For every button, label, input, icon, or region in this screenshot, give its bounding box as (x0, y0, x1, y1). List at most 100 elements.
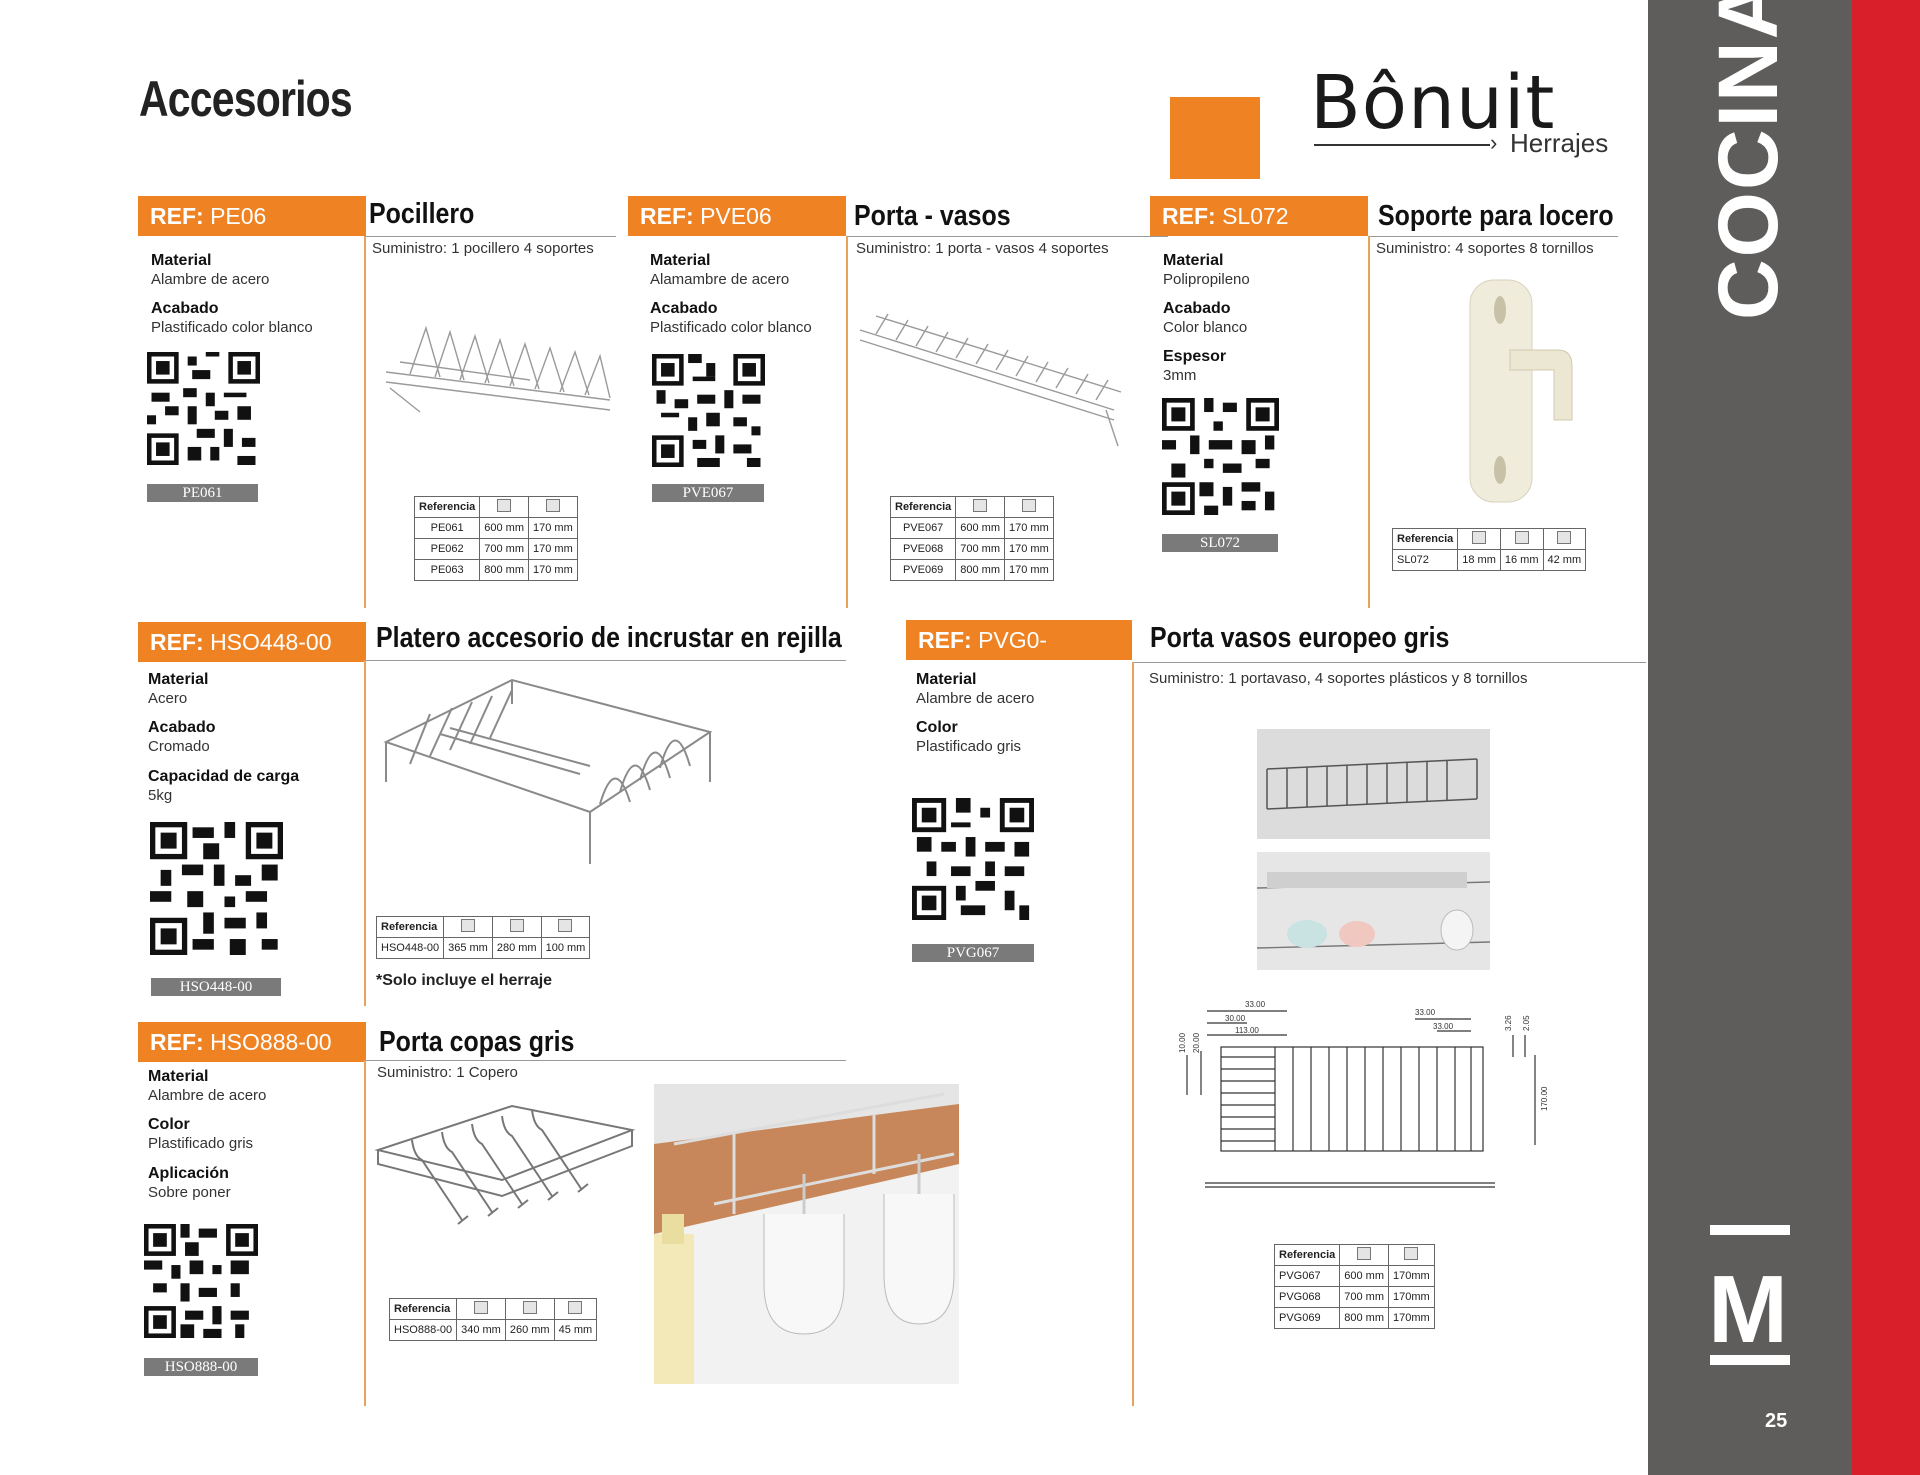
spec-label: Acabado (151, 300, 219, 317)
section-label: COCINA (1701, 0, 1795, 320)
spec-value: Alambre de acero (148, 1087, 267, 1104)
spec-value: Alamambre de acero (650, 271, 790, 288)
ref-code: PE06 (210, 203, 267, 229)
spec-value: Plastificado color blanco (650, 319, 812, 336)
width-icon (497, 499, 512, 512)
ref-code: PVG0-67/68/69 (918, 627, 1048, 693)
depth-icon (1021, 499, 1036, 512)
qr-code (147, 352, 260, 465)
table-header: Referencia (388, 1298, 458, 1320)
spec-label: Material (148, 1068, 209, 1085)
code-tag: HSO888-00 (144, 1358, 258, 1376)
brand-underline (1314, 144, 1490, 146)
column-divider (364, 1060, 366, 1406)
supply-text: Suministro: 1 Copero (377, 1064, 518, 1081)
height-icon (568, 1301, 583, 1314)
column-divider (364, 236, 366, 608)
spec-value: Acero (148, 690, 188, 707)
spec-value: 5kg (148, 787, 173, 804)
table-header: Referencia (1391, 528, 1459, 550)
supply-text: Suministro: 1 portavaso, 4 soportes plás… (1149, 670, 1528, 687)
ref-bar-hso888: REF: HSO888-00 (138, 1022, 366, 1062)
section-mark: M (1708, 1256, 1788, 1363)
ref-bar-pvg0: REF: PVG0-67/68/69 (906, 620, 1132, 693)
dim-label: 33.00 (1245, 1000, 1266, 1009)
product-title-porta-copas: Porta copas gris (379, 1026, 575, 1058)
product-image-porta-vasos (859, 313, 1122, 447)
code-tag: PVG067 (912, 944, 1034, 962)
column-divider (846, 236, 848, 608)
product-image-pocillero (385, 325, 611, 413)
dim-label: 20.00 (1192, 1032, 1201, 1053)
width-icon (1472, 531, 1487, 544)
column-divider (1132, 662, 1134, 1406)
accent-swatch (1170, 97, 1260, 179)
table-header: Referencia (1273, 1244, 1341, 1266)
code-tag: PVE067 (652, 484, 764, 502)
qr-code (150, 822, 283, 955)
spec-value: Plastificado gris (916, 738, 1022, 755)
dim-label: 2.05 (1522, 1015, 1531, 1031)
spec-label: Aplicación (148, 1165, 229, 1182)
ref-prefix: REF: (1162, 203, 1216, 229)
ref-prefix: REF: (150, 1029, 204, 1055)
spec-value: Alambre de acero (916, 690, 1035, 707)
spec-value: Polipropileno (1163, 271, 1250, 288)
spec-label: Acabado (650, 300, 718, 317)
depth-icon (1404, 1247, 1419, 1260)
width-icon (460, 919, 475, 932)
title-rule (1134, 662, 1646, 663)
footnote: *Solo incluye el herraje (376, 972, 553, 989)
dim-label: 33.00 (1433, 1022, 1454, 1031)
column-divider (1368, 236, 1370, 608)
table-header: Referencia (889, 496, 957, 518)
dim-label: 33.00 (1415, 1008, 1436, 1017)
height-icon (1557, 531, 1572, 544)
supply-text: Suministro: 1 pocillero 4 soportes (372, 240, 594, 257)
dim-label: 10.00 (1178, 1032, 1187, 1053)
ref-bar-pe06: REF: PE06 (138, 196, 366, 236)
spec-label: Material (151, 252, 212, 269)
spec-label: Acabado (1163, 300, 1231, 317)
width-icon (973, 499, 988, 512)
product-title-pocillero: Pocillero (369, 198, 475, 230)
title-rule (848, 236, 1168, 237)
side-band-red (1852, 0, 1920, 1475)
code-tag: HSO448-00 (151, 978, 281, 996)
product-title-porta-vasos-europeo: Porta vasos europeo gris (1150, 622, 1450, 654)
ref-prefix: REF: (640, 203, 694, 229)
column-divider (364, 660, 366, 1006)
product-photo-wineglasses (654, 1084, 959, 1384)
spec-label: Material (1163, 252, 1224, 269)
qr-code (1162, 398, 1279, 515)
spec-label: Acabado (148, 719, 216, 736)
spec-value: Sobre poner (148, 1184, 231, 1201)
height-icon (558, 919, 573, 932)
spec-label: Color (148, 1116, 190, 1133)
brand-logo: Bônuit (1310, 60, 1556, 146)
supply-text: Suministro: 1 porta - vasos 4 soportes (856, 240, 1109, 257)
depth-icon (522, 1301, 537, 1314)
spec-value: Alambre de acero (151, 271, 270, 288)
qr-code (652, 354, 765, 467)
table-header: Referencia (375, 916, 445, 938)
spec-value: 3mm (1163, 367, 1197, 384)
product-photo-rack (1257, 729, 1490, 839)
code-tag: SL072 (1162, 534, 1278, 552)
page-number: 25 (1765, 1410, 1788, 1432)
ref-prefix: REF: (150, 203, 204, 229)
ref-bar-hso448: REF: HSO448-00 (138, 622, 366, 662)
title-rule (366, 660, 846, 661)
ref-prefix: REF: (150, 629, 204, 655)
